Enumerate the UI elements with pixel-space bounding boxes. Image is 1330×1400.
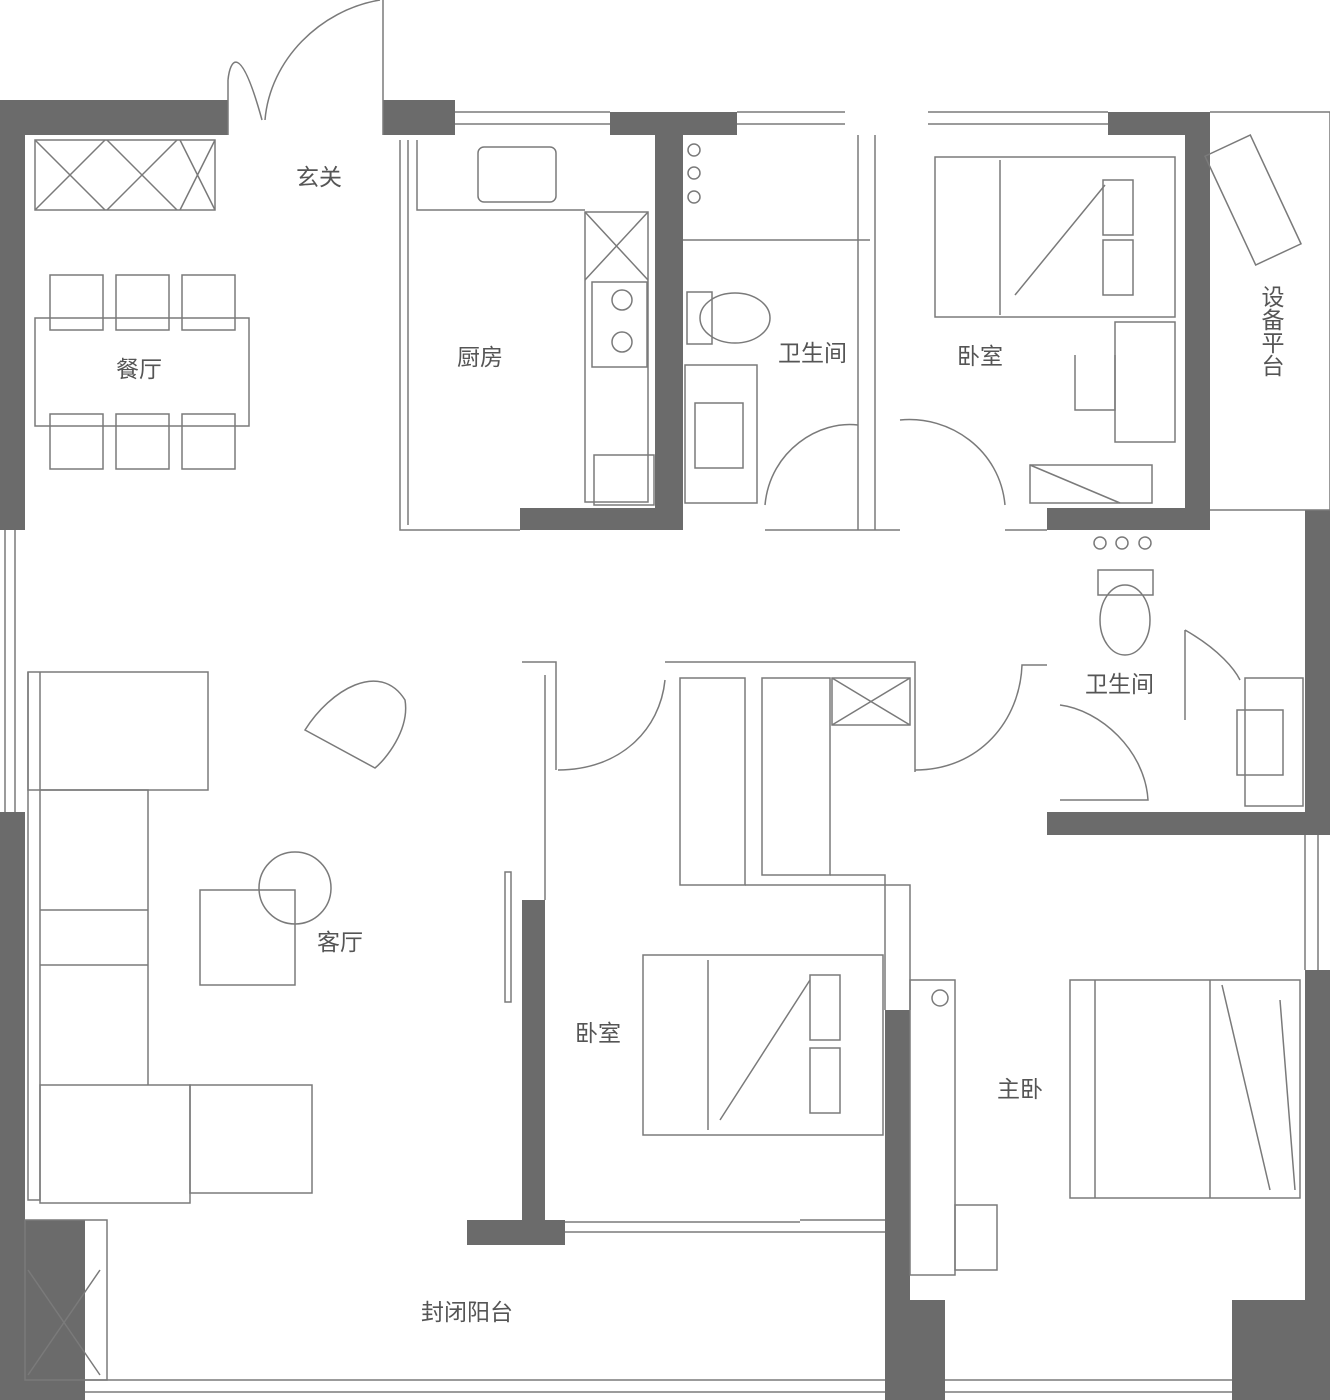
linework [4,0,1330,1393]
room-label-entry: 玄关 [296,165,342,191]
room-label-kitchen: 厨房 [457,345,503,371]
room-label-bath1: 卫生间 [778,341,847,367]
room-label-bedroom2: 卧室 [575,1021,621,1047]
room-label-bedroom1: 卧室 [957,344,1003,370]
room-labels: 玄关 餐厅 厨房 卫生间 卧室 设备平台 卫生间 客厅 卧室 主卧 封闭阳台 [116,165,1283,1326]
room-label-bath2: 卫生间 [1085,672,1154,698]
room-label-balcony: 封闭阳台 [421,1300,513,1326]
room-label-dining: 餐厅 [116,357,162,383]
room-label-living: 客厅 [317,930,363,956]
room-label-equipment: 设备平台 [1257,285,1283,377]
room-label-master: 主卧 [997,1077,1043,1103]
walls [0,100,1330,1400]
